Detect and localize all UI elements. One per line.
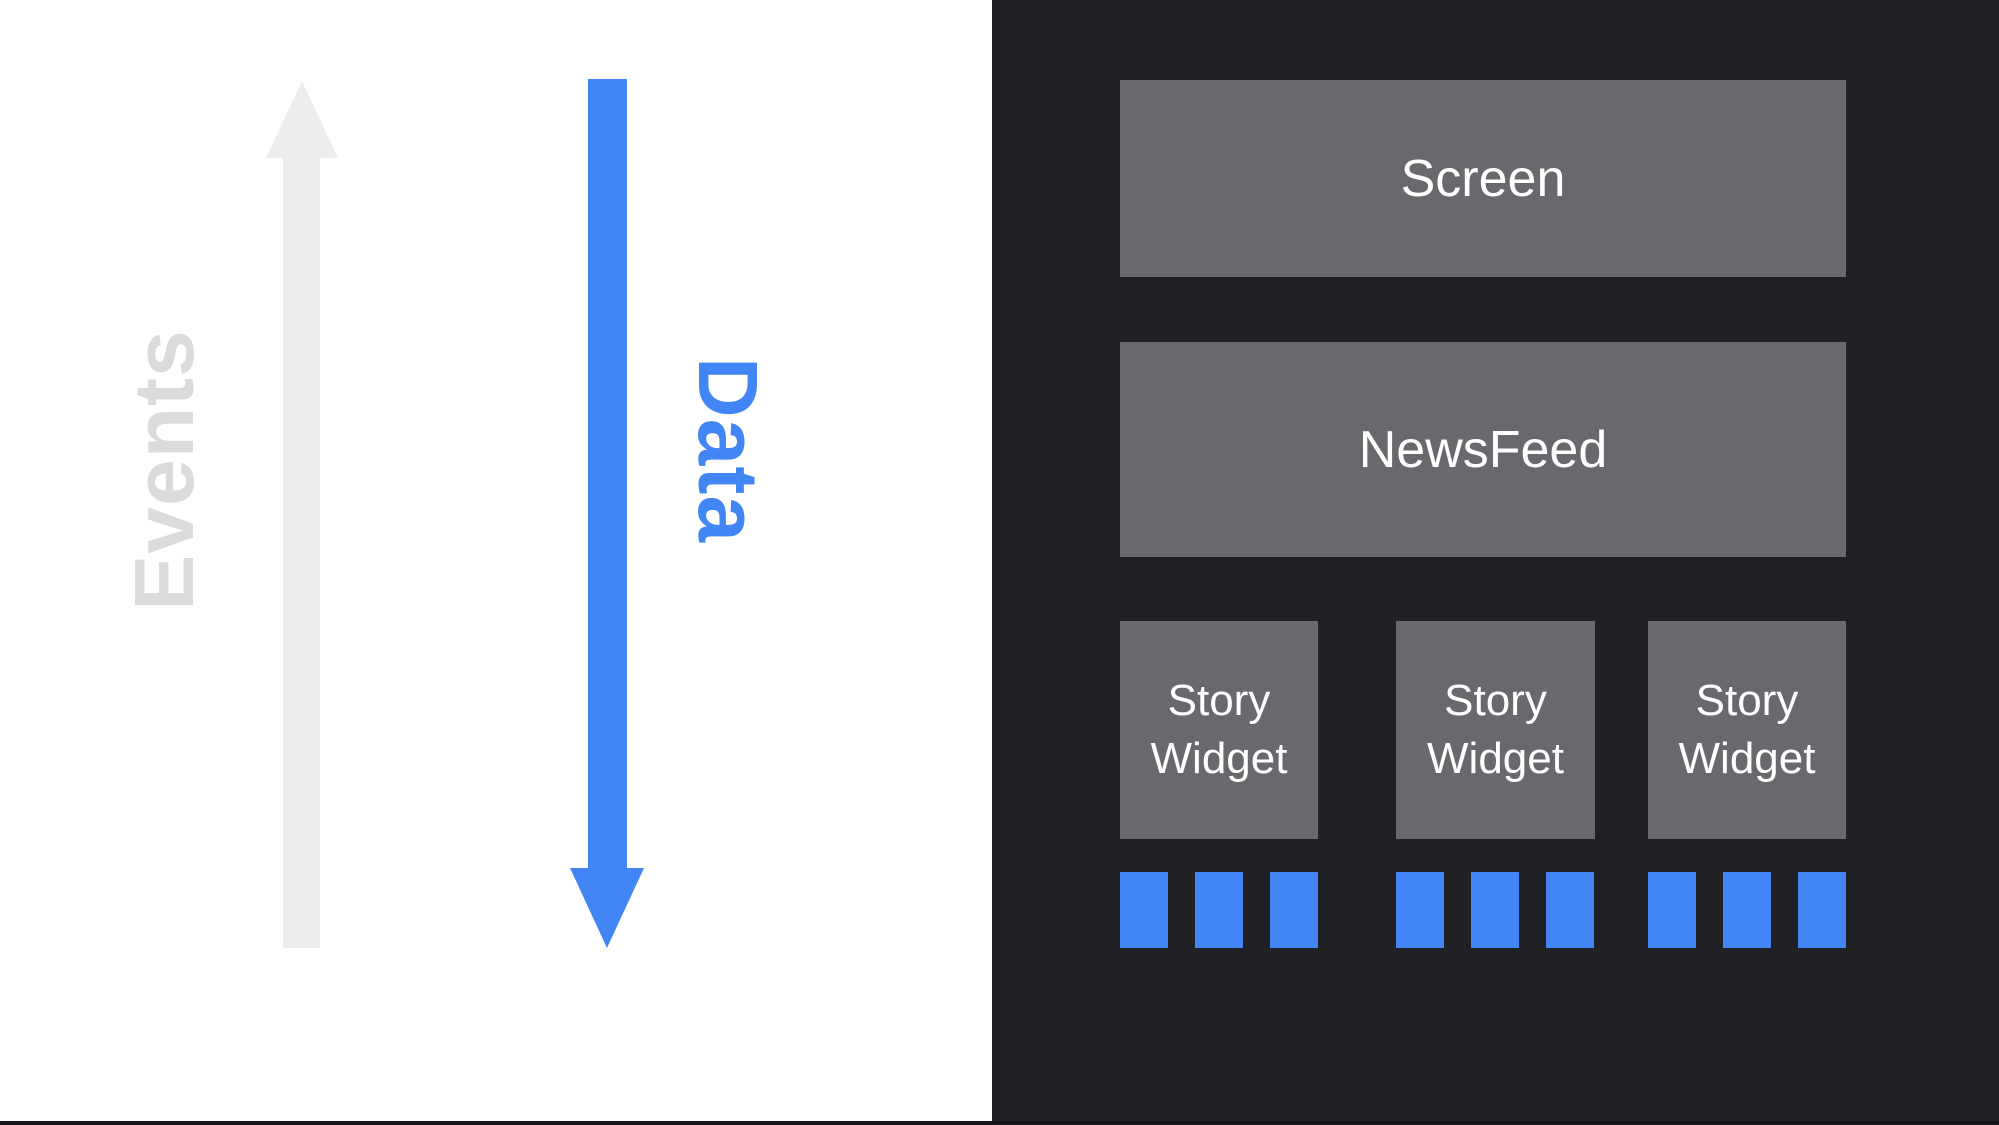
events-label: Events	[117, 329, 211, 611]
slide-bottom-edge	[0, 1121, 1999, 1125]
data-square	[1723, 872, 1771, 948]
data-square	[1396, 872, 1444, 948]
events-arrowhead-up-icon	[266, 81, 338, 158]
data-square	[1546, 872, 1594, 948]
screen-box: Screen	[1120, 80, 1846, 277]
data-label: Data	[681, 356, 775, 544]
story-widget-box: Story Widget	[1396, 621, 1595, 839]
newsfeed-box: NewsFeed	[1120, 342, 1846, 557]
events-arrow-shaft	[283, 157, 320, 948]
data-square	[1195, 872, 1243, 948]
data-square	[1471, 872, 1519, 948]
story-widget-box: Story Widget	[1120, 621, 1318, 839]
data-arrow-shaft	[588, 79, 627, 869]
data-square	[1648, 872, 1696, 948]
story-widget-box: Story Widget	[1648, 621, 1846, 839]
data-square	[1120, 872, 1168, 948]
events-data-panel: Events Data	[0, 0, 992, 1125]
data-square	[1270, 872, 1318, 948]
data-arrowhead-down-icon	[570, 868, 644, 948]
data-square	[1798, 872, 1846, 948]
